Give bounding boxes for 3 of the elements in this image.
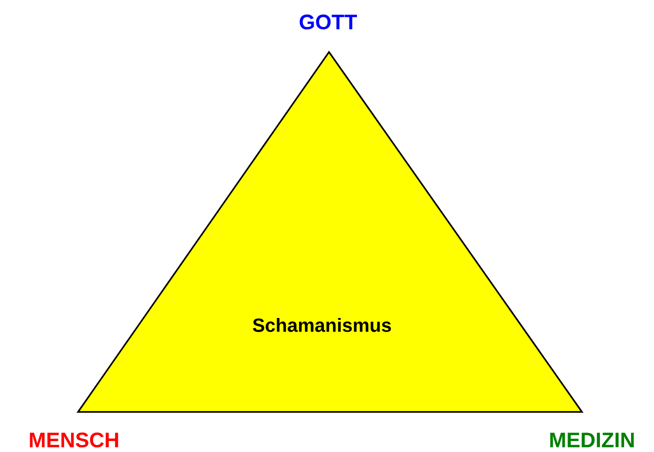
vertex-label: MENSCH <box>30 432 118 448</box>
vertex-label: MEDIZIN <box>550 432 634 448</box>
vertex-label: GOTT <box>300 14 357 30</box>
